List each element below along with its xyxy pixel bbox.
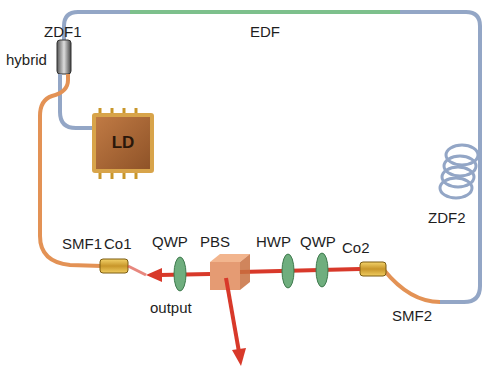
pbs-cube — [210, 254, 250, 290]
output-beam — [226, 278, 239, 352]
output-arrow — [232, 348, 246, 366]
fiber-edf — [130, 10, 400, 14]
collimator-1 — [100, 259, 128, 273]
beam — [128, 266, 146, 275]
component-label: HWP — [256, 234, 291, 251]
laser-diode-chip: LD — [92, 113, 154, 173]
component-label: QWP — [152, 234, 188, 251]
component-label: QWP — [300, 234, 336, 251]
half-wave-plate — [282, 254, 294, 288]
component-label: ZDF2 — [428, 210, 466, 227]
component-label: ZDF1 — [44, 24, 82, 41]
component-label: SMF2 — [392, 308, 432, 325]
component-label: EDF — [250, 24, 280, 41]
component-label: Co2 — [342, 240, 370, 257]
beam-arrow — [146, 268, 162, 282]
fiber-zdf2 — [400, 12, 480, 140]
component-label: output — [150, 300, 192, 317]
node-text: LD — [112, 133, 135, 153]
fiber-pump — [60, 74, 92, 128]
quarter-wave-plate — [316, 253, 328, 287]
component-label: SMF1 — [62, 236, 102, 253]
quarter-wave-plate — [174, 257, 186, 291]
fiber-coil — [440, 145, 478, 198]
hybrid-coupler — [57, 40, 71, 74]
collimator-2 — [360, 262, 386, 276]
component-label: Co1 — [104, 236, 132, 253]
component-label: hybrid — [6, 52, 47, 69]
component-label: PBS — [200, 234, 230, 251]
fiber-smf2 — [384, 270, 440, 302]
beam — [240, 269, 360, 272]
